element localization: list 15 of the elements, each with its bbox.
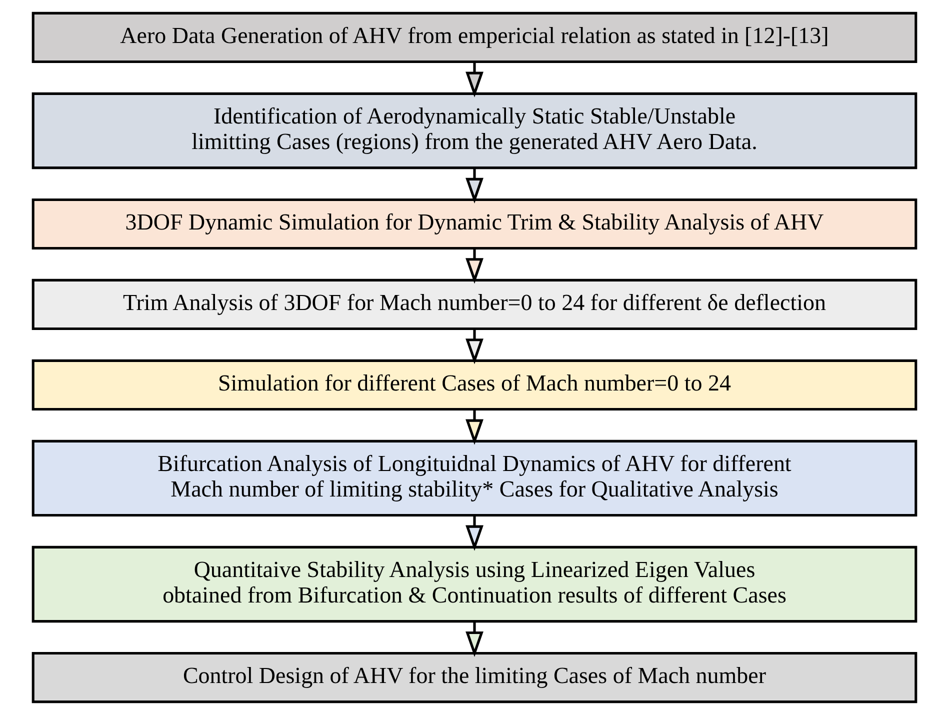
arrow bbox=[465, 621, 483, 658]
node-box: Trim Analysis of 3DOF for Mach number=0 to 24 for different δe deflection bbox=[31, 278, 917, 330]
node-box: Control Design of AHV for the limiting Cases of Mach number bbox=[31, 652, 917, 704]
arrow bbox=[465, 168, 483, 204]
node-box: Bifurcation Analysis of Longituidnal Dynamics of AHV for different Mach number of limiting stability* Cases for Qualitative Analysis bbox=[31, 440, 917, 517]
arrow bbox=[465, 516, 483, 551]
arrow bbox=[465, 410, 483, 445]
arrow bbox=[465, 329, 483, 364]
arrow bbox=[465, 62, 483, 98]
node-box: Quantitaive Stability Analysis using Linearized Eigen Values obtained from Bifurcation & Continuation results of different Cases bbox=[31, 546, 917, 623]
node-box: Identification of Aerodynamically Static Stable/Unstable limitting Cases (regions) from the generated AHV Aero Data. bbox=[31, 92, 917, 170]
arrow bbox=[465, 248, 483, 284]
node-box: Simulation for different Cases of Mach number=0 to 24 bbox=[31, 359, 917, 411]
node-box: Aero Data Generation of AHV from empericial relation as stated in [12]-[13] bbox=[31, 12, 917, 64]
node-box: 3DOF Dynamic Simulation for Dynamic Trim & Stability Analysis of AHV bbox=[31, 198, 917, 250]
